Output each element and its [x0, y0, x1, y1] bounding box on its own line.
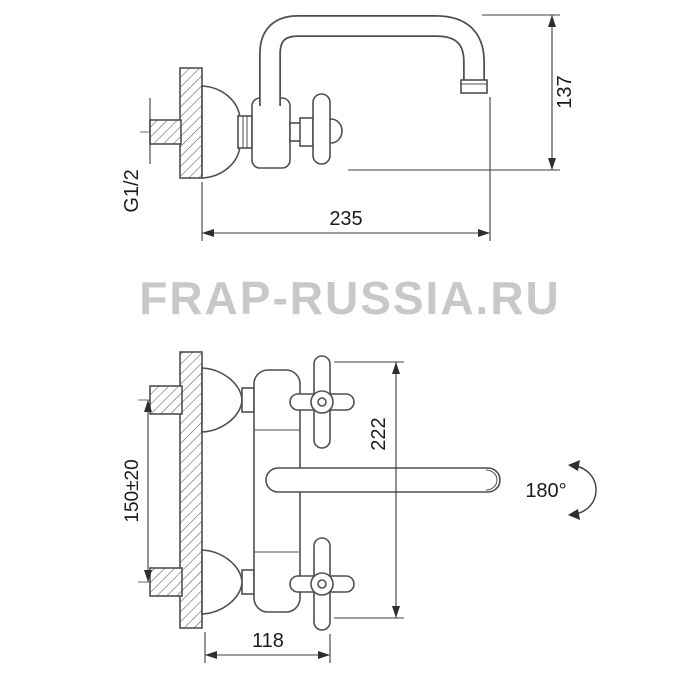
handle-cross-side: [312, 93, 331, 165]
dimension-150: 150±20: [122, 400, 152, 582]
spout-inner: [260, 16, 484, 106]
dim-label-spout-height: 137: [554, 75, 576, 108]
arrowhead: [548, 158, 556, 170]
handle-stem: [299, 117, 314, 147]
dimension-118: 118: [204, 630, 331, 663]
arrowhead: [392, 606, 400, 618]
arrowhead: [144, 570, 152, 582]
swivel-indicator: 180°: [525, 460, 597, 520]
watermark-text: FRAP-RUSSIA.RU: [139, 272, 561, 324]
lower-escutcheon: [201, 549, 243, 615]
thread-size-label: G1/2: [121, 169, 143, 212]
dim-label-body-width: 118: [252, 630, 284, 652]
dim-label-spout-reach: 235: [329, 208, 362, 230]
wall-section-hatch: [179, 67, 203, 179]
aerator: [460, 79, 488, 94]
swivel-spout-front: [265, 467, 501, 493]
upper-escutcheon: [201, 367, 243, 433]
swivel-angle-label: 180°: [525, 480, 566, 502]
arrowhead: [202, 229, 214, 237]
arrowhead: [144, 400, 152, 412]
wall-section-hatch: [179, 351, 203, 629]
lower-connection-nut: [241, 569, 255, 595]
arrowhead: [478, 229, 490, 237]
arrowhead: [568, 460, 580, 471]
connection-nut: [237, 115, 253, 149]
upper-supply-pipe: [149, 385, 183, 415]
handle-bottom: [289, 537, 355, 631]
handle-screw-cap: [317, 397, 327, 407]
faucet-body-side: [251, 97, 291, 169]
spout-end-cap-line: [485, 469, 498, 491]
upper-connection-nut: [241, 387, 255, 413]
dim-label-mount-spacing: 150±20: [122, 459, 143, 522]
handle-screw-cap: [317, 579, 327, 589]
spout-outer: [259, 14, 485, 106]
arrowhead: [392, 362, 400, 374]
arrowhead: [318, 651, 330, 659]
supply-pipe-section: [149, 119, 182, 145]
dimension-137: 137: [348, 14, 576, 171]
swivel-arc: [571, 465, 597, 515]
lower-supply-pipe: [149, 567, 183, 597]
dimension-235: 235: [201, 97, 491, 241]
dim-label-overall-height: 222: [368, 417, 390, 450]
dimension-222: 222: [334, 361, 404, 619]
front-view: [138, 351, 501, 631]
arrowhead: [568, 509, 580, 520]
arrowhead: [205, 651, 217, 659]
top-view: [140, 14, 488, 179]
arrowhead: [548, 15, 556, 27]
escutcheon-side: [201, 85, 241, 179]
handle-top: [289, 355, 355, 449]
